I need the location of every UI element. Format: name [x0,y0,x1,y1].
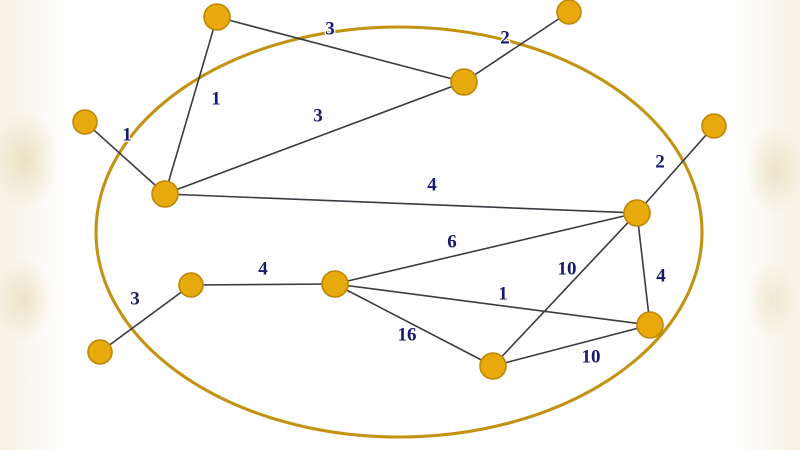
edge-weight-label: 6 [447,231,457,252]
edge-weight-label: 1 [498,283,508,304]
graph-node[interactable] [151,180,179,208]
graph-edge [84,121,166,195]
graph-node[interactable] [556,0,582,25]
edge-weight-label: 4 [258,258,268,279]
edge-weight-label: 1 [122,124,132,145]
graph-node[interactable] [203,3,231,31]
graph-node[interactable] [450,68,478,96]
graph-edge [164,81,465,195]
edge-weight-label: 3 [130,288,140,309]
graph-boundary-ellipse [94,25,704,439]
graph-edge [636,212,651,326]
edge-weight-label: 4 [656,265,666,286]
graph-edge [492,324,651,367]
graph-edge [216,16,465,83]
graph-node[interactable] [479,352,507,380]
graph-edge [190,283,336,286]
graph-node[interactable] [636,311,664,339]
edge-weight-label: 2 [500,27,510,48]
edge-weight-label: 4 [427,174,437,195]
graph-edge [99,284,192,353]
graph-node[interactable] [701,113,727,139]
graph-edge [164,16,218,195]
graph-node[interactable] [178,272,204,298]
boundary-layer [94,25,704,439]
node-layer [72,0,727,380]
graph-edge [164,193,638,214]
edge-weight-label: 3 [325,18,335,39]
edge-weight-label: 2 [655,151,665,172]
edge-weight-label: 1 [211,88,221,109]
graph-edge [492,212,638,367]
graph-edge [463,11,570,83]
edge-weight-label: 3 [313,105,323,126]
graph-node[interactable] [321,270,349,298]
graph-edge [636,125,715,214]
weight-label-layer: 3 1 2 1 3 2 4 6 4 10 4 3 1 16 10 [121,17,668,369]
edge-weight-label: 10 [558,258,577,279]
edge-layer [84,11,715,367]
edge-weight-label: 16 [398,324,417,345]
graph-node[interactable] [623,199,651,227]
graph-edge [334,283,494,367]
graph-node[interactable] [87,339,113,365]
graph-edge [334,212,638,285]
graph-edge [334,283,651,326]
graph-node[interactable] [72,109,98,135]
edge-weight-label: 10 [582,346,601,367]
